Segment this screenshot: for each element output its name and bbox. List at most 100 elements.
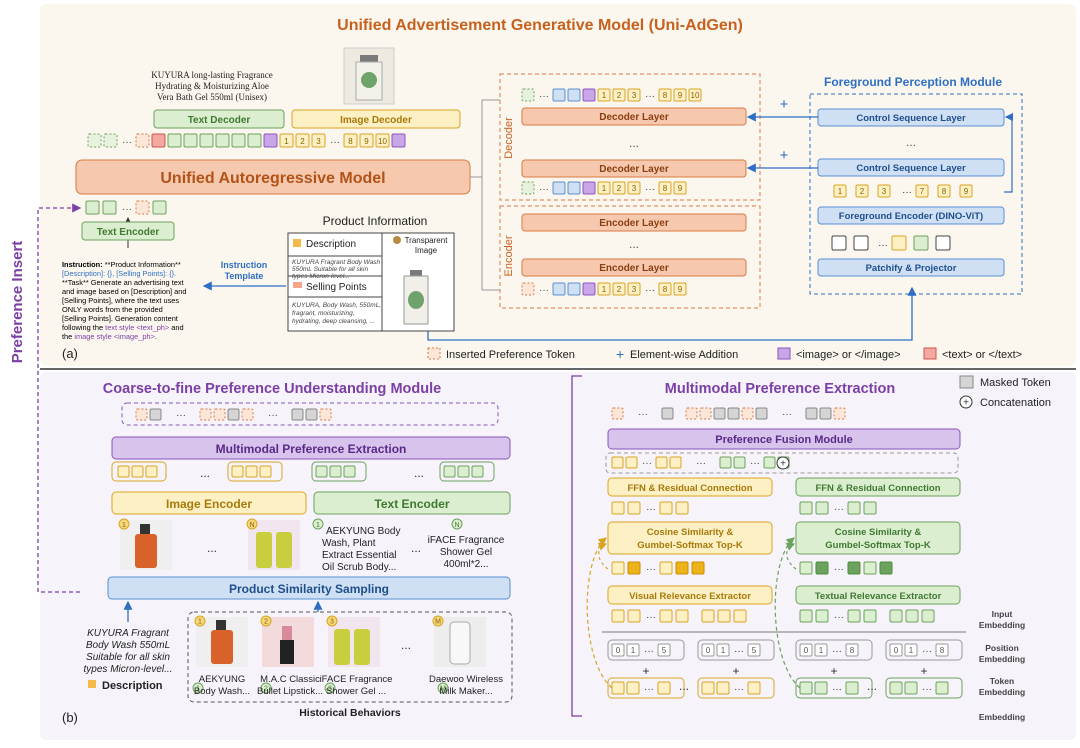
token (135, 200, 150, 215)
token (713, 407, 726, 420)
input-token-row: ··· (85, 200, 167, 215)
token (716, 643, 730, 657)
number-badge-label: 3 (330, 619, 334, 626)
token (597, 181, 611, 195)
token (167, 133, 182, 148)
token-label: 2 (300, 137, 305, 146)
token (877, 184, 891, 198)
token (149, 408, 162, 421)
token (611, 501, 625, 515)
svg-text:ONLY words from the provided: ONLY words from the provided (62, 305, 163, 314)
pss-box (107, 576, 511, 600)
token (719, 456, 732, 469)
hist-label-line1: AEKYUNG (199, 674, 245, 685)
ellipsis: ··· (645, 91, 655, 102)
token (814, 681, 828, 695)
token-label: 8 (663, 91, 668, 100)
ellipsis: ··· (646, 564, 656, 575)
number-badge (260, 682, 272, 694)
token (359, 133, 374, 148)
token (913, 235, 929, 251)
token (661, 407, 674, 420)
transparent-product-image (403, 270, 429, 325)
token (247, 133, 262, 148)
token (733, 456, 746, 469)
preference-token-row: ······ (135, 408, 332, 421)
token (863, 561, 877, 575)
token (87, 133, 102, 148)
visual-row-1: ··· (611, 501, 689, 515)
token (627, 282, 641, 296)
token-label: 2 (617, 184, 622, 193)
text-badge-n: N (454, 522, 459, 529)
token (627, 561, 641, 575)
token (612, 88, 626, 102)
ellipsis: ... (414, 466, 424, 480)
token-label: 5 (752, 646, 757, 655)
svg-text:Token: Token (990, 676, 1014, 686)
ellipsis: ··· (539, 184, 549, 195)
text-row-1: ··· (799, 501, 877, 515)
token-label: 9 (364, 137, 369, 146)
token (552, 88, 566, 102)
token (701, 609, 715, 623)
token (213, 408, 226, 421)
svg-text:KUYURA Fragrant: KUYURA Fragrant (87, 628, 170, 639)
mpe-right-title: Multimodal Preference Extraction (665, 381, 895, 397)
fpm-ellipsis: ... (906, 135, 916, 149)
csl-2-label: Control Sequence Layer (856, 163, 966, 174)
svg-text:fragrant, moisturizing,: fragrant, moisturizing, (292, 310, 355, 317)
ua-model-label: Unified Autoregressive Model (160, 170, 385, 187)
fg-encoder-label: Foreground Encoder (DINO-ViT) (839, 211, 983, 222)
token (279, 133, 294, 148)
token (102, 200, 117, 215)
token (658, 88, 672, 102)
text-encoder-top-box (81, 221, 175, 241)
token (879, 561, 893, 575)
number-badge (324, 682, 336, 694)
token (582, 282, 596, 296)
token (659, 561, 673, 575)
svg-text:Embedding: Embedding (979, 654, 1025, 664)
token (627, 501, 641, 515)
top-title: Unified Advertisement Generative Model (… (337, 17, 743, 34)
decoder-layer-2 (521, 159, 747, 178)
token (259, 465, 272, 478)
decoder-layer-1-label: Decoder Layer (599, 112, 669, 123)
product-caption-2: Hydrating & Moisturizing Aloe (155, 81, 269, 91)
ffn-visual-label: FFN & Residual Connection (627, 483, 752, 494)
token-label: 3 (632, 285, 637, 294)
token (626, 681, 640, 695)
token (627, 609, 641, 623)
decoder-side-label: Decoder (503, 117, 515, 159)
token-label: 3 (316, 137, 321, 146)
token (701, 681, 715, 695)
ellipsis: ··· (834, 564, 844, 575)
svg-text:iFACE Fragrance: iFACE Fragrance (428, 535, 505, 546)
ellipsis: ··· (832, 684, 842, 695)
token (701, 643, 715, 657)
text-item-n: iFACE Fragrance Shower Gel 400ml*2... (428, 535, 505, 570)
token-label: 1 (819, 646, 824, 655)
right-bracket (571, 375, 582, 717)
token-label: 0 (616, 646, 621, 655)
encoder-layer-1 (521, 213, 747, 232)
position-group (697, 639, 775, 661)
token (103, 133, 118, 148)
concatenation-label: Concatenation (980, 397, 1051, 409)
transparent-image-2: Image (415, 246, 438, 255)
svg-text:550mL Suitable for all skin: 550mL Suitable for all skin (292, 266, 369, 273)
number-badge (194, 615, 206, 627)
token (833, 407, 846, 420)
ellipsis: ··· (539, 91, 549, 102)
number-badge (437, 682, 449, 694)
token (673, 88, 687, 102)
text-encoder-label: Text Encoder (374, 497, 449, 511)
number-badge-label: 1 (196, 686, 200, 693)
ellipsis: ··· (122, 137, 132, 148)
token (717, 609, 731, 623)
description-bottom: Description (102, 680, 163, 692)
token-label: 2 (617, 285, 622, 294)
token (833, 184, 847, 198)
